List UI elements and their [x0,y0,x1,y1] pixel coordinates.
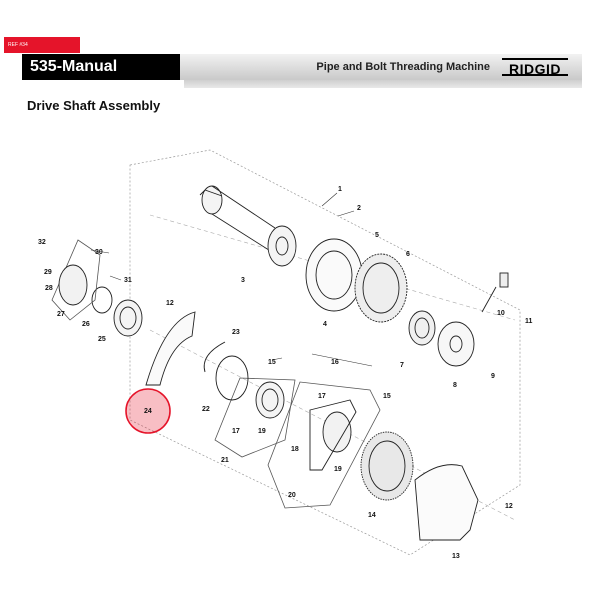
washer [113,299,143,337]
callout-label: 1 [338,186,342,193]
callout-label: 22 [202,406,210,413]
callout-label: 4 [323,321,327,328]
ridgid-logo: RIDGID [502,58,568,77]
callout-label: 23 [232,329,240,336]
gear-ring [354,253,408,323]
bearing [408,310,436,346]
callout-label: 15 [383,393,391,400]
spacer [91,286,113,314]
callout-label: 12 [505,503,513,510]
bracket-kit-box [267,381,381,509]
callout-label: 18 [291,446,299,453]
manual-header: 535-Manual Pipe and Bolt Threading Machi… [22,54,582,88]
callout-label: 19 [258,428,266,435]
callout-label: 14 [368,512,376,519]
drive-shaft [199,185,297,267]
reference-tag: REF #34 [4,37,80,53]
callout-label: 10 [497,310,505,317]
large-gear [360,431,414,501]
callout-label: 30 [95,249,103,256]
callout-label: 29 [44,269,52,276]
callout-label: 6 [406,251,410,258]
callout-label-highlighted: 24 [144,408,152,415]
hub [437,321,475,367]
callout-label: 7 [400,362,404,369]
gear-bracket [309,399,357,471]
flange-plate [305,238,363,312]
cover-plate [414,464,479,541]
lever-assembly [481,272,509,313]
callout-label: 25 [98,336,106,343]
callout-label: 27 [57,311,65,318]
header-shadow [184,80,582,88]
housing [255,381,285,419]
housing-kit-box [214,377,296,458]
callout-label: 31 [124,277,132,284]
header-subtitle: Pipe and Bolt Threading Machine [316,61,490,73]
leader-lines [90,192,373,367]
callout-label: 15 [268,359,276,366]
callout-label: 21 [221,457,229,464]
callout-label: 20 [288,492,296,499]
gear-housing [58,264,88,306]
callout-label: 2 [357,205,361,212]
callout-label: 16 [331,359,339,366]
callout-label: 32 [38,239,46,246]
guard-plate [145,311,196,386]
header-bar: Pipe and Bolt Threading Machine RIDGID [180,54,582,80]
callout-label: 3 [241,277,245,284]
manual-title: 535-Manual [22,54,180,80]
callout-label: 13 [452,553,460,560]
callout-label: 17 [232,428,240,435]
callout-label: 5 [375,232,379,239]
callout-label: 19 [334,466,342,473]
callout-label: 17 [318,393,326,400]
callout-label: 28 [45,285,53,292]
callout-label: 26 [82,321,90,328]
callout-label: 11 [525,318,533,325]
callout-label: 9 [491,373,495,380]
section-title: Drive Shaft Assembly [27,98,161,113]
snap-ring [203,341,226,373]
highlight-circle [125,388,171,434]
retaining-ring [215,355,249,401]
gear-kit-box [51,239,101,321]
assembly-outline [129,149,521,556]
callout-label: 8 [453,382,457,389]
callout-label: 12 [166,300,174,307]
